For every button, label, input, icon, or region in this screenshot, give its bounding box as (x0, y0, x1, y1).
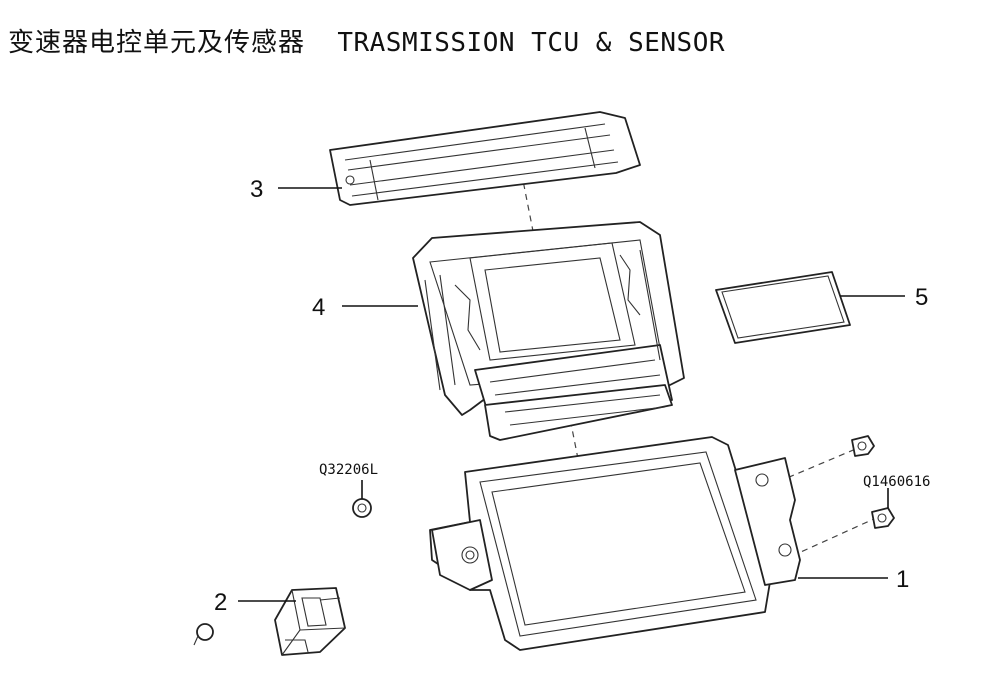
connector-block-part (274, 587, 346, 656)
mounting-tray-part (429, 436, 801, 651)
tcu-unit-part (412, 221, 685, 441)
title-english: TRASMISSION TCU & SENSOR (337, 28, 726, 58)
thermal-pad-part (715, 271, 851, 344)
part-code-bolt: Q1460616 (863, 474, 930, 490)
bracket-strap-part (329, 111, 641, 206)
page-title: 变速器电控单元及传感器 TRASMISSION TCU & SENSOR (8, 22, 725, 59)
callout-4: 4 (312, 294, 325, 321)
nut-q32206l-part (352, 480, 372, 518)
bolt-path-lower (791, 517, 877, 557)
bolt-q1460616-part (851, 435, 895, 529)
callout-5: 5 (915, 284, 928, 311)
cap-nut-part (193, 623, 214, 646)
callout-3: 3 (250, 176, 263, 203)
callout-2: 2 (214, 589, 227, 616)
title-chinese: 变速器电控单元及传感器 (8, 28, 306, 58)
part-code-nut: Q32206L (319, 462, 378, 478)
callout-1: 1 (896, 566, 909, 593)
